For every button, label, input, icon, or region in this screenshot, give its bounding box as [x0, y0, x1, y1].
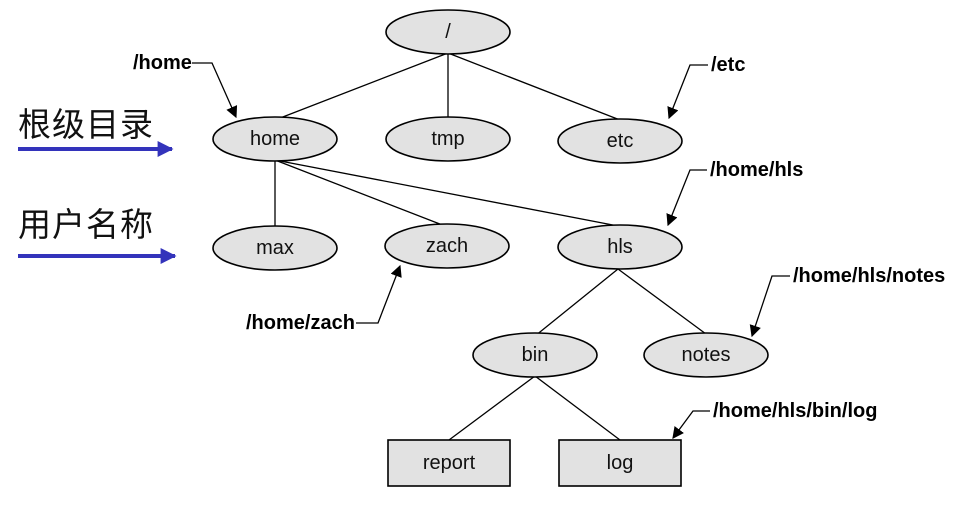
node-zach-label: zach — [426, 235, 468, 257]
node-hls: hls — [557, 224, 683, 270]
node-etc: etc — [557, 118, 683, 164]
node-root: / — [385, 9, 511, 55]
root-level-label: 根级目录 — [18, 105, 154, 144]
callout-hls-label: /home/hls — [710, 159, 803, 181]
node-notes-label: notes — [682, 344, 731, 366]
edge-home-zach — [274, 159, 446, 227]
callout-zach-label: /home/zach — [246, 312, 355, 334]
node-etc-label: etc — [607, 130, 634, 152]
node-tmp-label: tmp — [431, 128, 464, 150]
node-max-label: max — [256, 237, 294, 259]
node-log: log — [558, 439, 682, 487]
node-hls-label: hls — [607, 236, 633, 258]
callout-hls: /home/hls — [666, 159, 803, 227]
node-zach: zach — [384, 223, 510, 269]
user-name-label: 用户名称 — [18, 205, 154, 244]
node-report-label: report — [423, 452, 476, 474]
node-bin-label: bin — [522, 344, 549, 366]
callout-log-label: /home/hls/bin/log — [713, 400, 877, 422]
edge-bin-log — [534, 375, 621, 441]
node-log-label: log — [607, 452, 634, 474]
node-notes: notes — [643, 332, 769, 378]
node-tmp: tmp — [385, 116, 511, 162]
tree-edges — [274, 52, 707, 441]
edge-hls-bin — [534, 268, 619, 337]
callout-notes-label: /home/hls/notes — [793, 265, 945, 287]
edge-bin-report — [448, 375, 536, 441]
node-home: home — [212, 116, 338, 162]
callout-notes: /home/hls/notes — [749, 265, 945, 338]
node-root-label: / — [445, 21, 451, 43]
edge-hls-notes — [617, 268, 707, 335]
node-bin: bin — [472, 332, 598, 378]
edge-root-etc — [447, 52, 621, 121]
edge-root-home — [274, 52, 449, 121]
edge-home-hls — [274, 159, 619, 227]
callout-home: /home — [133, 52, 238, 119]
node-max: max — [212, 225, 338, 271]
callout-etc: /etc — [667, 54, 745, 120]
node-home-label: home — [250, 128, 300, 150]
node-report: report — [387, 439, 511, 487]
callout-log: /home/hls/bin/log — [672, 400, 877, 439]
callout-home-label: /home — [133, 52, 192, 74]
callout-etc-label: /etc — [711, 54, 745, 76]
callout-zach: /home/zach — [246, 264, 402, 334]
